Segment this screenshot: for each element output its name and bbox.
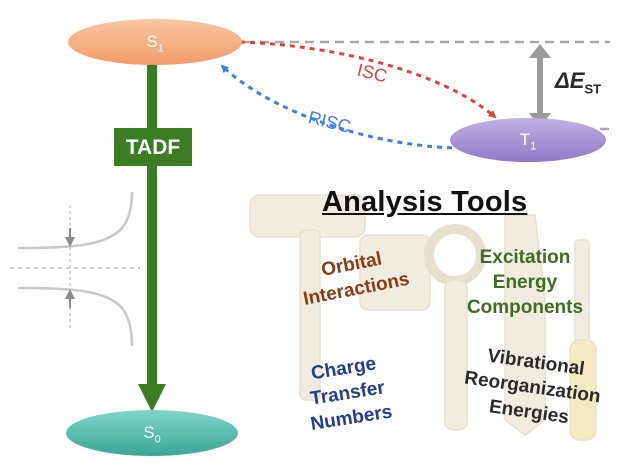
tools-watermark <box>249 194 597 441</box>
gap-arrow-up-head-icon <box>529 44 551 58</box>
hammer-handle-shape <box>299 229 321 401</box>
t1-subscript: 1 <box>530 140 537 153</box>
upper-potential-curve <box>17 191 134 250</box>
t1-label: T1 <box>498 130 558 152</box>
s1-subscript: 1 <box>157 42 164 55</box>
delta-est-subscript: ST <box>584 81 602 97</box>
lower-potential-curve <box>17 286 134 347</box>
wrench-handle-shape <box>444 279 468 431</box>
tadf-label: TADF <box>125 136 181 159</box>
s1-state-ellipse <box>68 19 242 65</box>
pliers-shape <box>504 214 546 436</box>
energy-gap-arrow <box>529 44 551 127</box>
excitation-energy-components-label: Excitation Energy Components <box>466 247 584 318</box>
analysis-tools-title: Analysis Tools <box>322 186 528 218</box>
t1-letter: T <box>519 130 531 149</box>
s0-label: S0 <box>122 423 182 445</box>
tadf-label-box <box>114 128 192 166</box>
tadf-arrow <box>114 64 192 412</box>
tadf-arrow-head-icon <box>138 384 166 412</box>
s1-label: S1 <box>125 32 185 54</box>
isc-arrow <box>239 40 497 119</box>
delta-est-label: ΔEST <box>555 68 601 96</box>
s0-subscript: 0 <box>154 433 161 446</box>
s0-state-ellipse <box>66 410 238 456</box>
screwdriver-handle-shape <box>569 339 597 441</box>
vibronic-sketch <box>10 191 140 347</box>
s0-letter: S <box>143 423 155 442</box>
s1-letter: S <box>146 32 158 51</box>
delta-e-text: ΔE <box>555 68 585 93</box>
t1-state-ellipse <box>450 118 606 162</box>
tadf-arrow-shaft <box>147 64 157 386</box>
